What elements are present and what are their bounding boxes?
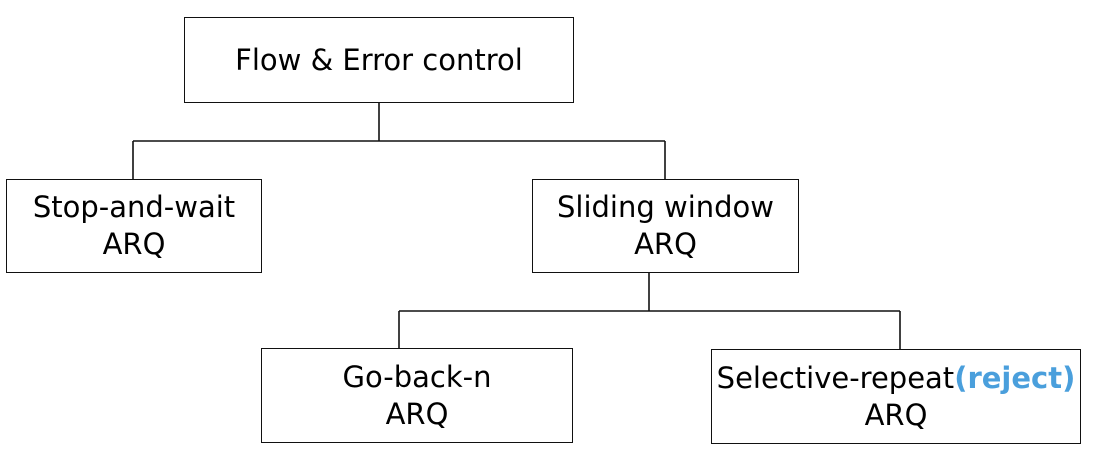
node-flow-error-control: Flow & Error control — [184, 17, 574, 103]
node-selective-repeat-reject-accent: (reject) — [954, 360, 1076, 395]
node-sliding-window-line2: ARQ — [634, 227, 697, 261]
node-stop-and-wait-arq: Stop-and-wait ARQ — [6, 179, 262, 273]
node-go-back-n-line2: ARQ — [385, 396, 449, 431]
node-go-back-n-line1: Go-back-n — [342, 359, 492, 394]
node-selective-repeat-line1-text: Selective-repeat — [716, 360, 955, 395]
node-selective-repeat-arq: Selective-repeat(reject) ARQ — [711, 349, 1081, 444]
node-selective-repeat-line2: ARQ — [864, 397, 928, 432]
node-flow-error-control-label: Flow & Error control — [235, 42, 523, 77]
node-selective-repeat-line1: Selective-repeat(reject) — [717, 360, 1076, 397]
node-stop-and-wait-line1: Stop-and-wait — [32, 190, 236, 224]
node-go-back-n-arq: Go-back-n ARQ — [261, 348, 573, 443]
node-sliding-window-line1: Sliding window — [556, 190, 775, 224]
node-sliding-window-arq: Sliding window ARQ — [532, 179, 799, 273]
node-stop-and-wait-line2: ARQ — [102, 227, 166, 261]
